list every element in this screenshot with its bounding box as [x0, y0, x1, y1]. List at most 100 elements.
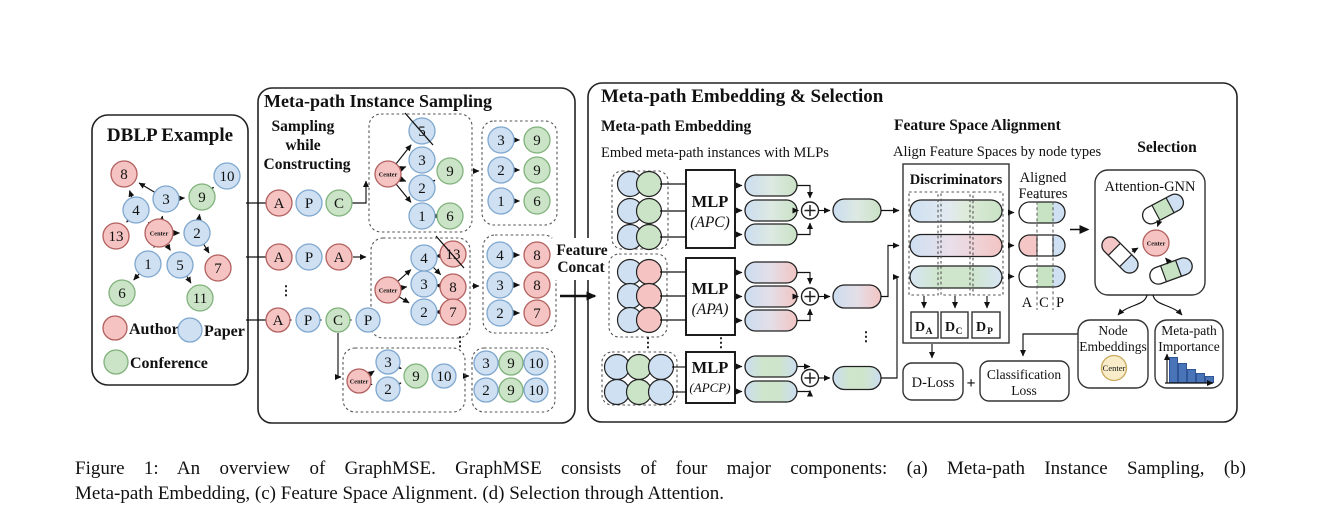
graph-node — [523, 299, 551, 327]
graph-node-label: Center — [379, 171, 398, 178]
graph-node — [325, 307, 351, 333]
graph-node-label: 4 — [496, 248, 504, 264]
attention-gnn-title: Attention-GNN — [1104, 179, 1196, 195]
graph-node — [204, 254, 232, 282]
graph-node — [108, 279, 136, 307]
mlp-apa-box — [685, 257, 736, 336]
mlp-output-arrows — [735, 182, 743, 395]
graph-node — [487, 187, 515, 215]
graph-node — [486, 271, 514, 299]
graph-node-label: 9 — [533, 163, 541, 179]
metapath-importance-label-2: Importance — [1158, 339, 1219, 354]
feature-concat-label-1: Feature — [556, 242, 607, 259]
graph-node — [265, 243, 293, 271]
graph-edge — [202, 242, 210, 254]
graph-node — [473, 350, 499, 376]
graph-node-label: C — [333, 313, 343, 329]
discriminators-title: Discriminators — [910, 172, 1003, 188]
graph-edge — [138, 182, 156, 194]
letter-c: C — [1039, 295, 1049, 311]
graph-node-label: 1 — [418, 209, 426, 225]
sampling-result2-box — [482, 234, 557, 334]
importance-bar — [1178, 363, 1187, 383]
graph-node-label: 7 — [533, 306, 541, 322]
discriminator-column-c — [940, 191, 971, 296]
graph-node — [346, 368, 372, 394]
node-embeddings-label-2: Embeddings — [1079, 339, 1147, 354]
graph-node — [134, 250, 162, 278]
graph-node-label: A — [273, 313, 284, 329]
importance-bar — [1169, 357, 1178, 383]
graph-node-label: 9 — [446, 164, 454, 180]
sampling-subtitle-3: Constructing — [264, 156, 351, 173]
graph-node — [410, 298, 438, 326]
graph-edge — [397, 295, 410, 304]
graph-node-label: 3 — [482, 356, 490, 372]
sampling-subtitle-1: Sampling — [272, 118, 335, 135]
graph-node — [183, 219, 211, 247]
graph-node-label: A — [274, 196, 285, 212]
graph-node-label: 3 — [384, 355, 392, 371]
graph-node — [487, 156, 515, 184]
graph-edge — [432, 266, 442, 276]
mlp-apc-box — [685, 169, 736, 249]
graph-node-label: Center — [150, 230, 169, 237]
conference-legend-swatch-ring — [103, 349, 129, 375]
graph-node-label: P — [305, 196, 313, 212]
graph-node — [486, 241, 514, 269]
sampling-title: Meta-path Instance Sampling — [264, 91, 492, 111]
graph-node-label: 4 — [420, 251, 428, 267]
graph-node — [486, 299, 514, 327]
graph-node-label: C — [334, 196, 344, 212]
discriminator-column-a — [908, 191, 939, 296]
graph-node-label: 9 — [533, 133, 541, 149]
importance-bar — [1196, 373, 1205, 383]
input-capsules — [603, 170, 675, 406]
graph-node — [213, 162, 241, 190]
dblp-example-box — [91, 114, 249, 386]
graph-node — [295, 189, 323, 217]
graph-node-label: 3 — [497, 133, 505, 149]
alignment-description: Align Feature Spaces by node types — [893, 144, 1102, 160]
dblp-title: DBLP Example — [107, 125, 233, 146]
graph-node — [523, 241, 551, 269]
graph-node-label: 10 — [220, 169, 235, 185]
graph-node — [408, 174, 436, 202]
graph-node — [375, 349, 401, 375]
d-loss-label: D-Loss — [912, 375, 955, 391]
graph-node-label: 10 — [529, 383, 544, 399]
graph-node — [355, 307, 381, 333]
embedding-section-title: Meta-path Embedding — [601, 118, 752, 135]
attention-pill-bottom — [1147, 255, 1195, 287]
graph-node-label: 10 — [529, 356, 544, 372]
graph-node — [523, 156, 551, 184]
importance-bar — [1187, 369, 1196, 383]
graph-node-label: 9 — [412, 369, 420, 385]
attention-center-node — [1143, 230, 1169, 256]
crossed-out-mark — [404, 112, 434, 146]
aligned-pill-1 — [1018, 201, 1066, 224]
sampling-tree-apc: Center532196 — [374, 112, 464, 230]
d-a-sub: A — [926, 327, 933, 337]
graph-node-label: 4 — [132, 203, 140, 219]
chain-ellipsis: ⋮ — [280, 283, 293, 298]
author-legend-swatch-ring — [102, 315, 128, 341]
author-legend-label: Author — [129, 321, 179, 338]
graph-node — [436, 202, 464, 230]
graph-node-label: 1 — [497, 194, 505, 210]
embedding-to-loss-arrow — [1020, 333, 1078, 357]
graph-node — [523, 187, 551, 215]
graph-node-label: 2 — [418, 181, 426, 197]
classification-loss-box — [979, 360, 1070, 402]
graph-node — [374, 160, 402, 188]
graph-node — [431, 363, 457, 389]
crossed-out-mark — [435, 235, 465, 269]
mlp-apa-label: MLP — [692, 279, 729, 298]
discriminator-pills — [909, 199, 1003, 289]
sampling-connectors — [246, 168, 480, 380]
